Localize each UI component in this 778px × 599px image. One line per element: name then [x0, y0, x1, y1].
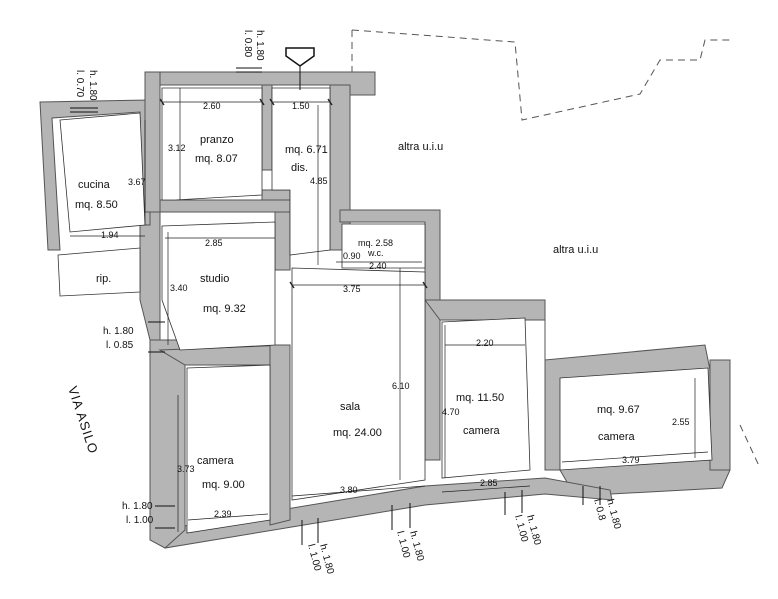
dim-label: 3.67 — [128, 177, 146, 187]
dim-label: 2.85 — [205, 238, 223, 248]
dim-label: 2.39 — [214, 509, 232, 519]
dim-label: 6.10 — [392, 381, 410, 391]
room-sala-area: mq. 24.00 — [333, 427, 382, 439]
room-camera1-area: mq. 9.00 — [202, 479, 245, 491]
dim-label: 3.73 — [177, 464, 195, 474]
room-sala-name: sala — [340, 401, 361, 413]
dim-label: 0.90 — [343, 251, 361, 261]
opening-width: l. 0.70 — [74, 70, 85, 98]
opening-height: h. 1.80 — [103, 326, 134, 337]
room-studio-name: studio — [200, 273, 229, 285]
dim-label: 2.85 — [480, 478, 498, 488]
room-rip-name: rip. — [96, 273, 111, 285]
dimension-lines — [70, 88, 709, 532]
dim-label: 2.20 — [476, 338, 494, 348]
room-camera1-name: camera — [197, 455, 235, 467]
room-dis-area: mq. 6.71 — [285, 144, 328, 156]
dim-label: 2.60 — [203, 101, 221, 111]
room-camera2-name: camera — [463, 425, 501, 437]
room-wc-area: mq. 2.58 — [358, 238, 393, 248]
room-camera3-area: mq. 9.67 — [597, 404, 640, 416]
entrance-arrow-icon — [285, 47, 315, 90]
dim-label: 3.80 — [340, 485, 358, 495]
dimension-labels: 2.60 1.50 3.12 3.67 1.94 4.85 2.85 0.90 … — [101, 101, 690, 519]
dim-label: 4.85 — [310, 176, 328, 186]
opening-height: h. 1.80 — [122, 501, 153, 512]
room-studio-area: mq. 9.32 — [203, 303, 246, 315]
dim-label: 2.40 — [369, 261, 387, 271]
room-cucina-name: cucina — [78, 179, 111, 191]
dim-label: 2.55 — [672, 417, 690, 427]
opening-width: l. 0.85 — [106, 340, 134, 351]
opening-width: l. 1.00 — [126, 515, 154, 526]
dim-label: 1.50 — [292, 101, 310, 111]
opening-height: h. 1.80 — [254, 30, 265, 61]
dim-label: 4.70 — [442, 407, 460, 417]
dim-label: 3.40 — [170, 283, 188, 293]
opening-height: h. 1.80 — [87, 70, 98, 101]
opening-marks — [70, 67, 601, 545]
room-wc-name: w.c. — [367, 248, 384, 258]
neighbor-north-label: altra u.i.u — [398, 141, 443, 153]
room-cucina-area: mq. 8.50 — [75, 199, 118, 211]
room-labels: cucina mq. 8.50 pranzo mq. 8.07 mq. 6.71… — [75, 134, 640, 491]
room-outlines — [57, 87, 713, 534]
exterior-walls — [39, 71, 731, 549]
room-pranzo-area: mq. 8.07 — [195, 153, 238, 165]
neighbor-east-label: altra u.i.u — [553, 244, 598, 256]
dim-label: 1.94 — [101, 230, 119, 240]
opening-width: l. 0.80 — [242, 30, 253, 58]
dim-label: 3.79 — [622, 455, 640, 465]
dim-label: 3.75 — [343, 284, 361, 294]
room-camera2-area: mq. 11.50 — [456, 392, 504, 404]
neighbor-outline — [351, 29, 761, 469]
street-label: VIA ASILO — [65, 384, 101, 456]
room-camera3-name: camera — [598, 431, 636, 443]
room-dis-name: dis. — [291, 162, 308, 174]
dim-label: 3.12 — [168, 143, 186, 153]
room-pranzo-name: pranzo — [200, 134, 234, 146]
